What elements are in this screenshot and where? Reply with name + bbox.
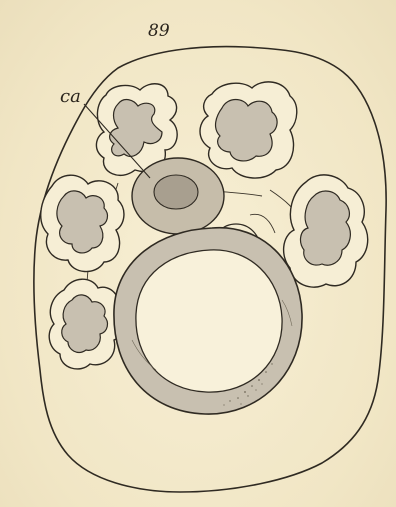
- figure-number: 89: [148, 21, 170, 41]
- large-vessel: [114, 228, 302, 414]
- label-ca: ca: [60, 86, 81, 107]
- lobe-right: [284, 175, 368, 287]
- lobe-top-right: [200, 82, 297, 178]
- vessel-ca: [132, 158, 224, 234]
- lobe-lower-left: [49, 279, 124, 369]
- lobe-middle-left: [41, 175, 124, 271]
